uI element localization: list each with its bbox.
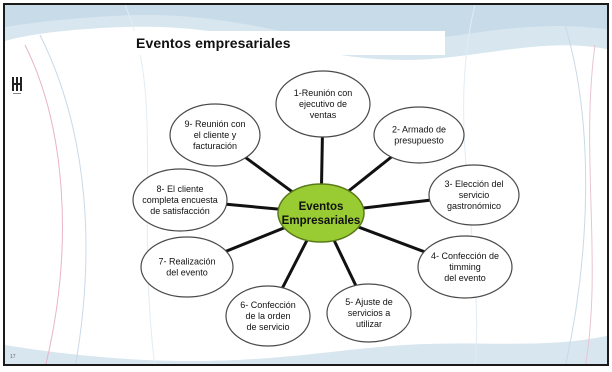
center-node-label-line-1: Eventos xyxy=(299,201,344,213)
step-node-2-label-line-2: presupuesto xyxy=(394,136,444,146)
step-node-4-label-line-1: 4- Confección de xyxy=(431,251,499,261)
step-node-8-label-line-3: de satisfacción xyxy=(150,206,210,216)
step-node-ellipse xyxy=(140,236,234,298)
slide-title: Eventos empresariales xyxy=(136,35,291,51)
step-node-ellipse xyxy=(225,285,311,347)
step-node-5-label-line-1: 5- Ajuste de xyxy=(345,297,393,307)
step-node-6-label-line-2: de la orden xyxy=(245,311,290,321)
step-node-1-label-line-2: ejecutivo de xyxy=(299,99,347,109)
step-node-5-label-line-2: servicios a xyxy=(348,308,391,318)
step-node-3-label-line-3: gastronómico xyxy=(447,201,501,211)
step-node-ellipse xyxy=(275,70,371,138)
step-node-9-label-line-3: facturación xyxy=(193,141,237,151)
step-node-6-label-line-1: 6- Confección xyxy=(240,300,296,310)
step-node-4-label-line-2: timming xyxy=(449,262,481,272)
step-node-ellipse xyxy=(373,106,465,164)
step-node-ellipse xyxy=(417,235,513,299)
step-node-2-label-line-1: 2- Armado de xyxy=(392,125,446,135)
step-node-1-label-line-3: ventas xyxy=(310,110,337,120)
step-node-6-label-line-3: de servicio xyxy=(246,322,289,332)
step-node-5-label-line-3: utilizar xyxy=(356,319,382,329)
step-node-ellipse xyxy=(169,103,261,167)
step-node-7-label-line-1: 7- Realización xyxy=(158,257,215,267)
title-bar xyxy=(125,31,445,55)
step-node-4-label-line-3: del evento xyxy=(444,273,486,283)
step-node-9-label-line-2: el cliente y xyxy=(194,130,237,140)
logo-icon xyxy=(12,77,22,94)
step-node-1-label-line-1: 1-Reunión con xyxy=(294,88,353,98)
step-node-ellipse xyxy=(428,164,520,226)
center-node-label-line-2: Empresariales xyxy=(282,215,361,227)
center-node-ellipse xyxy=(277,183,365,243)
step-node-7-label-line-2: del evento xyxy=(166,268,208,278)
step-node-3-label-line-2: servicio xyxy=(459,190,490,200)
step-node-ellipse xyxy=(326,283,412,343)
page-number: 17 xyxy=(10,354,16,360)
step-node-ellipse xyxy=(132,168,228,232)
step-node-8-label-line-2: completa encuesta xyxy=(142,195,218,205)
step-node-9-label-line-1: 9- Reunión con xyxy=(184,119,245,129)
step-node-8-label-line-1: 8- El cliente xyxy=(156,184,203,194)
step-node-3-label-line-1: 3- Elección del xyxy=(444,179,503,189)
